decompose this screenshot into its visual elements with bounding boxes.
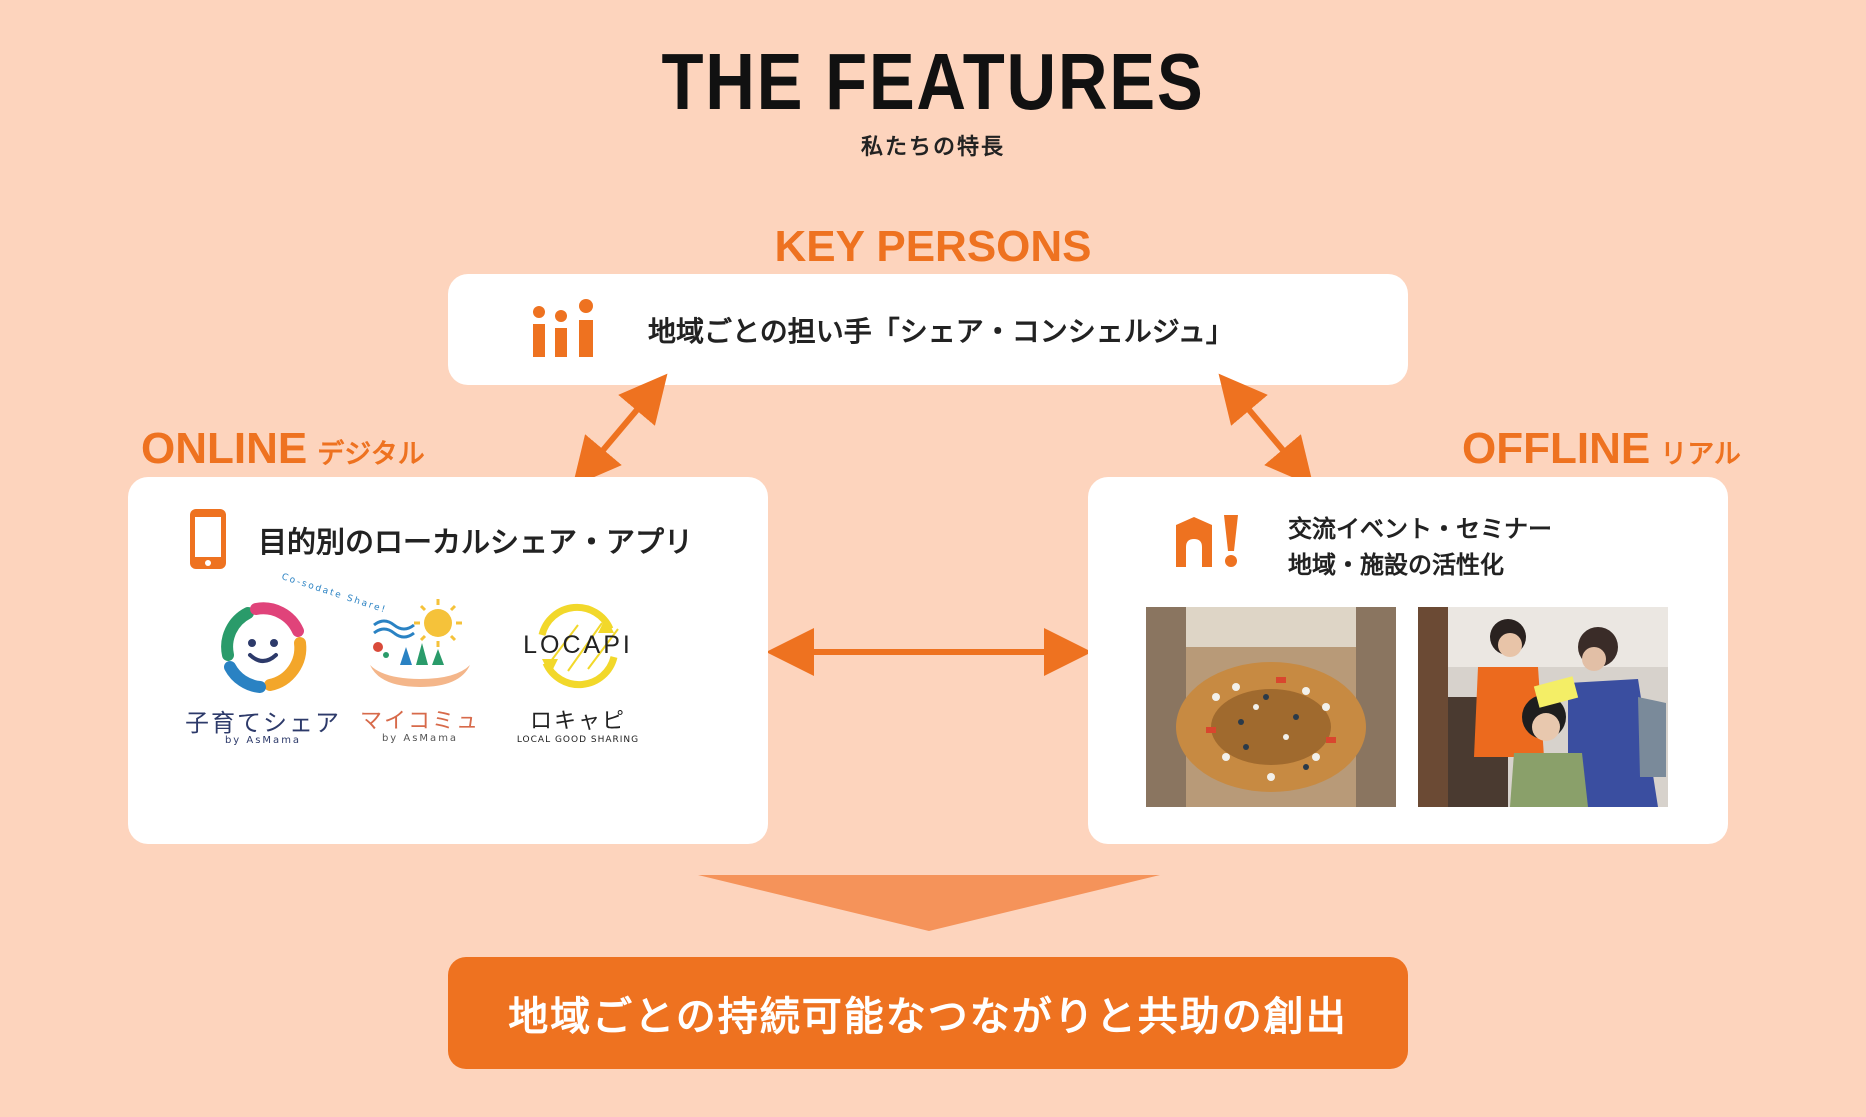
key-persons-card: 地域ごとの担い手「シェア・コンシェルジュ」	[448, 274, 1408, 385]
result-bar: 地域ごとの持続可能なつながりと共助の創出	[448, 957, 1408, 1069]
app-sub: by AsMama	[224, 735, 302, 746]
smartphone-icon	[190, 509, 226, 569]
app-logo-text: LOCAPI	[523, 631, 633, 659]
app-name: マイコミュ	[359, 709, 480, 734]
offline-label-en: OFFLINE	[1462, 424, 1651, 473]
app-name: 子育てシェア	[185, 709, 341, 737]
key-persons-text: 地域ごとの担い手「シェア・コンシェルジュ」	[648, 315, 1234, 348]
smile-logo-icon	[221, 602, 307, 693]
offline-line2: 地域・施設の活性化	[1288, 551, 1504, 579]
arrow-key-online	[572, 373, 668, 487]
people-icon	[533, 299, 593, 357]
app-locapi: LOCAPI ロキャピ LOCAL GOOD SHARING	[498, 595, 658, 755]
cycle-logo-icon	[538, 603, 619, 689]
online-card: 目的別のローカルシェア・アプリ Co-sodate Share! 子育てシェア …	[128, 477, 768, 844]
result-text: 地域ごとの持続可能なつながりと共助の創出	[508, 994, 1348, 1040]
app-sub: by AsMama	[381, 733, 459, 744]
offline-line1: 交流イベント・セミナー	[1288, 515, 1552, 543]
hands-nature-logo-icon	[370, 599, 470, 687]
event-photo-workshop	[1418, 607, 1668, 807]
app-kosodate-share: Co-sodate Share! 子育てシェア by AsMama	[183, 572, 388, 755]
offline-label-jp: リアル	[1660, 439, 1741, 470]
app-mycommu: マイコミュ by AsMama	[340, 595, 500, 755]
online-label: ONLINE デジタル	[141, 424, 425, 474]
online-label-en: ONLINE	[141, 424, 308, 473]
online-title: 目的別のローカルシェア・アプリ	[258, 525, 694, 559]
arrow-key-offline	[1218, 373, 1314, 487]
offline-label: OFFLINE リアル	[1462, 424, 1741, 474]
event-photo-atrium	[1146, 607, 1396, 807]
house-icon	[1176, 515, 1238, 567]
online-label-jp: デジタル	[317, 439, 425, 470]
app-sub: LOCAL GOOD SHARING	[516, 735, 640, 745]
down-arrow	[698, 875, 1160, 931]
offline-card: 交流イベント・セミナー 地域・施設の活性化	[1088, 477, 1728, 844]
page-subtitle: 私たちの特長	[860, 135, 1005, 160]
page-title: THE FEATURES	[661, 37, 1205, 126]
key-persons-label: KEY PERSONS	[774, 222, 1092, 271]
app-name: ロキャピ	[529, 709, 626, 734]
